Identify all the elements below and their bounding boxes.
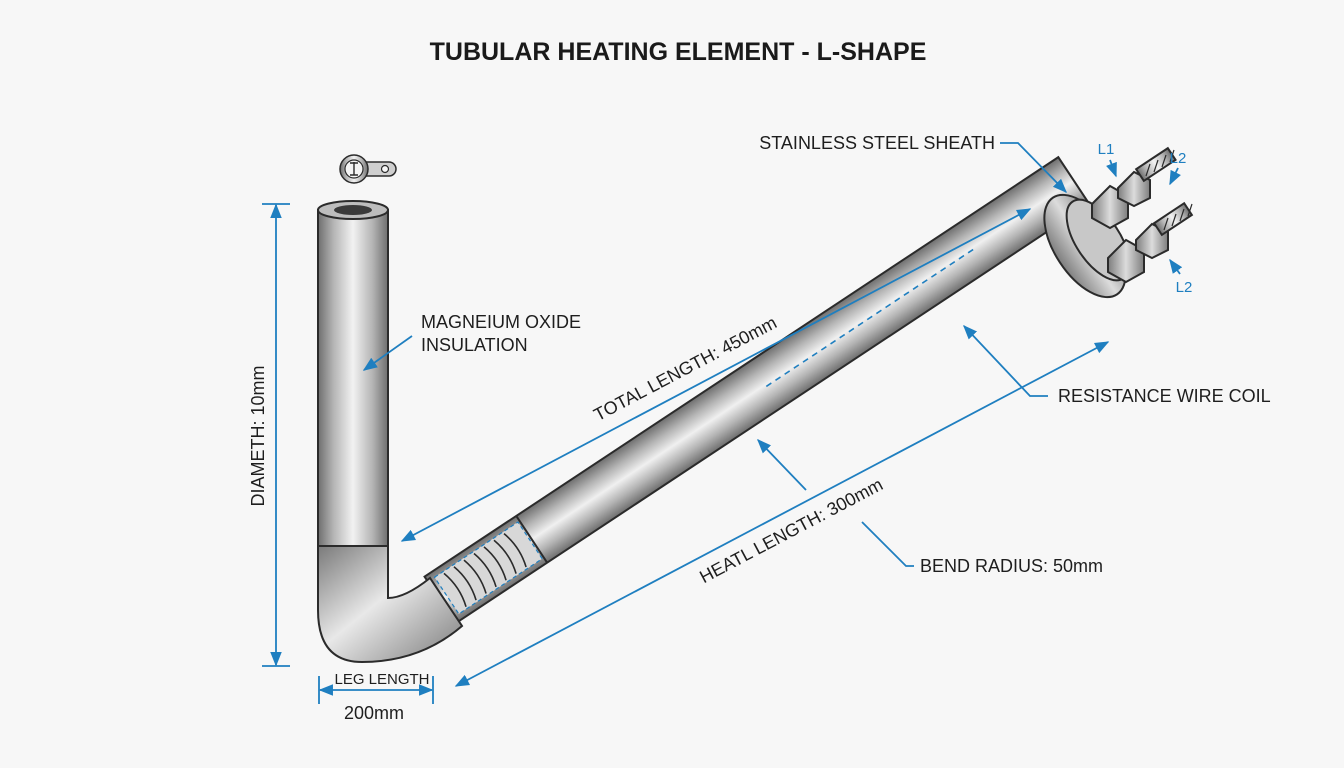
heated-length-label: HEATL LENGTH: 300mm [696,474,886,587]
bend-section [317,545,464,664]
coil-callout: RESISTANCE WIRE COIL [757,324,1271,491]
diameter-label: DIAMETH: 10mm [248,365,268,506]
diameter-dimension: DIAMETH: 10mm [248,203,290,667]
leg-length-dimension: LEG LENGTH 200mm [318,671,434,723]
total-length-dimension: TOTAL LENGTH: 450mm [400,208,1032,542]
coil-label: RESISTANCE WIRE COIL [1058,386,1271,406]
vertical-leg [317,209,389,547]
insulation-label-line2: INSULATION [421,335,528,355]
bend-radius-label: BEND RADIUS: 50mm [920,556,1103,576]
terminal-l2-top-label: L2 [1170,150,1187,167]
resistance-core-line [765,247,976,388]
terminal-stud-l2 [1107,201,1194,284]
bend-radius-callout: BEND RADIUS: 50mm [861,521,1103,576]
terminal-l1-label: L1 [1098,141,1115,158]
sheath-label: STAINLESS STEEL SHEATH [759,133,995,153]
sheath-callout: STAINLESS STEEL SHEATH [759,133,1068,194]
diagram-title: TUBULAR HEATING ELEMENT - L-SHAPE [430,38,927,66]
terminal-labels: L1 L2 L2 [1098,141,1193,296]
terminal-l2-bottom-label: L2 [1176,279,1193,296]
leg-length-label: LEG LENGTH [334,671,429,688]
terminal-stud-l1 [1091,146,1177,230]
ring-terminal-icon [339,154,397,184]
leg-length-value: 200mm [344,703,404,723]
insulation-label-line1: MAGNEIUM OXIDE [421,312,581,332]
insulation-callout: MAGNEIUM OXIDE INSULATION [362,312,581,371]
